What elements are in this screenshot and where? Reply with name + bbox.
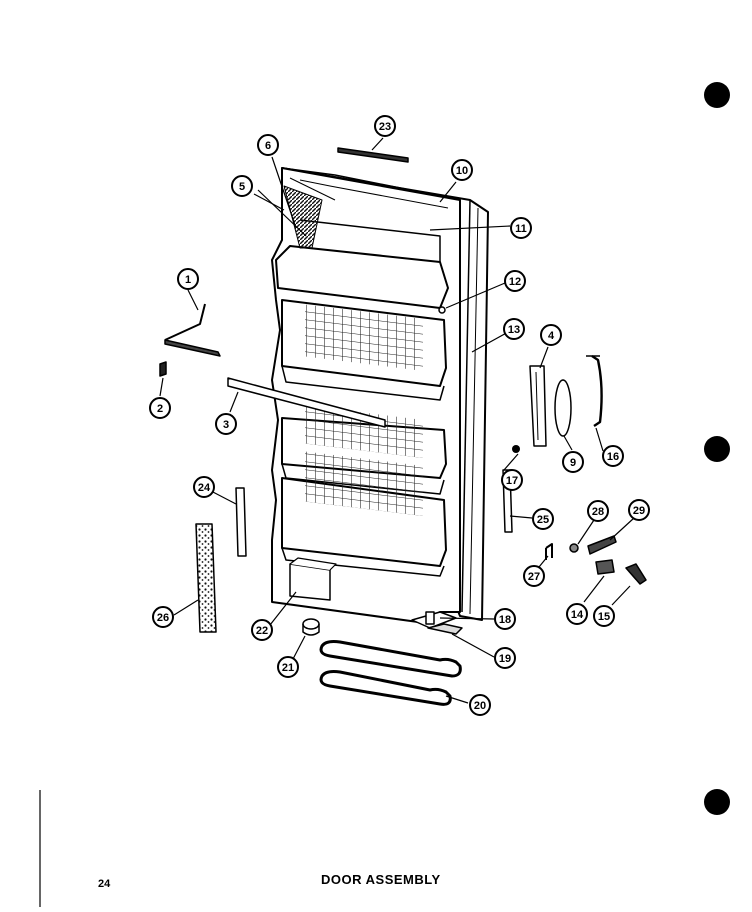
callout-label: 13 — [508, 324, 520, 336]
part-17-plug — [512, 445, 520, 453]
callout-22: 22 — [251, 619, 273, 641]
part-1-bracket — [164, 303, 206, 341]
part-21-foot — [302, 618, 320, 630]
part-1-rail — [164, 339, 221, 357]
callout-label: 4 — [548, 330, 555, 342]
part-2-clip — [159, 361, 167, 377]
callout-26: 26 — [152, 606, 174, 628]
part-20-gasket-b — [319, 670, 452, 706]
callout-label: 11 — [515, 223, 527, 235]
leader-lines — [159, 137, 635, 704]
binding-hole-middle — [704, 436, 730, 462]
callout-20: 20 — [469, 694, 491, 716]
callout-16: 16 — [602, 445, 624, 467]
callout-label: 18 — [499, 614, 511, 626]
part-18-screw — [425, 611, 435, 625]
part-3-bar — [227, 377, 386, 428]
callout-label: 28 — [592, 506, 604, 518]
callout-label: 10 — [456, 165, 468, 177]
callout-label: 16 — [607, 451, 619, 463]
callout-17: 17 — [501, 469, 523, 491]
callout-label: 22 — [256, 625, 268, 637]
callout-25: 25 — [532, 508, 554, 530]
callout-label: 17 — [506, 475, 518, 487]
page-number: 24 — [98, 878, 111, 890]
callout-2: 2 — [149, 397, 171, 419]
part-29-cam — [587, 535, 617, 555]
callout-label: 12 — [509, 276, 521, 288]
part-16-handle — [591, 355, 603, 427]
callout-5: 5 — [231, 175, 253, 197]
callout-label: 23 — [379, 121, 391, 133]
callout-28: 28 — [587, 500, 609, 522]
binding-hole-bottom — [704, 789, 730, 815]
callout-label: 6 — [265, 140, 271, 152]
callout-9: 9 — [562, 451, 584, 473]
part-14-lock — [595, 559, 615, 575]
callout-3: 3 — [215, 413, 237, 435]
part-15-key — [625, 563, 647, 585]
callout-label: 1 — [185, 274, 191, 286]
callout-13: 13 — [503, 318, 525, 340]
callout-4: 4 — [540, 324, 562, 346]
callout-label: 15 — [598, 611, 610, 623]
callout-label: 29 — [633, 505, 645, 517]
part-12-screw — [438, 306, 446, 314]
callout-label: 19 — [499, 653, 511, 665]
part-20-gasket-a — [319, 640, 462, 678]
callout-1: 1 — [177, 268, 199, 290]
callout-label: 27 — [528, 571, 540, 583]
page-title: DOOR ASSEMBLY — [321, 872, 441, 887]
callout-15: 15 — [593, 605, 615, 627]
callout-6: 6 — [257, 134, 279, 156]
part-23-strip — [337, 147, 409, 163]
callout-29: 29 — [628, 499, 650, 521]
callout-label: 9 — [570, 457, 576, 469]
binding-holes — [704, 82, 730, 815]
callout-10: 10 — [451, 159, 473, 181]
callout-label: 26 — [157, 612, 169, 624]
callout-label: 21 — [282, 662, 294, 674]
callout-18: 18 — [494, 608, 516, 630]
callout-label: 24 — [198, 482, 211, 494]
callout-12: 12 — [504, 270, 526, 292]
callout-label: 14 — [571, 609, 584, 621]
part-19-bracket — [427, 623, 463, 635]
callouts: 1 2 3 4 5 6 9 10 11 12 13 14 15 16 17 18… — [149, 115, 650, 716]
callout-23: 23 — [374, 115, 396, 137]
callout-label: 25 — [537, 514, 549, 526]
part-28-washer — [569, 543, 579, 553]
callout-14: 14 — [566, 603, 588, 625]
callout-label: 2 — [157, 403, 163, 415]
part-24-strip — [235, 487, 247, 557]
callout-21: 21 — [277, 656, 299, 678]
callout-11: 11 — [510, 217, 532, 239]
callout-label: 5 — [239, 181, 245, 193]
door-body — [257, 167, 489, 629]
part-9-handle-oval — [554, 379, 572, 437]
callout-label: 3 — [223, 419, 229, 431]
callout-24: 24 — [193, 476, 215, 498]
binding-hole-top — [704, 82, 730, 108]
callout-label: 20 — [474, 700, 486, 712]
part-26-gasket — [195, 523, 217, 633]
callout-27: 27 — [523, 565, 545, 587]
parts — [159, 147, 647, 706]
part-4-hinge-bar — [529, 365, 547, 447]
callout-19: 19 — [494, 647, 516, 669]
